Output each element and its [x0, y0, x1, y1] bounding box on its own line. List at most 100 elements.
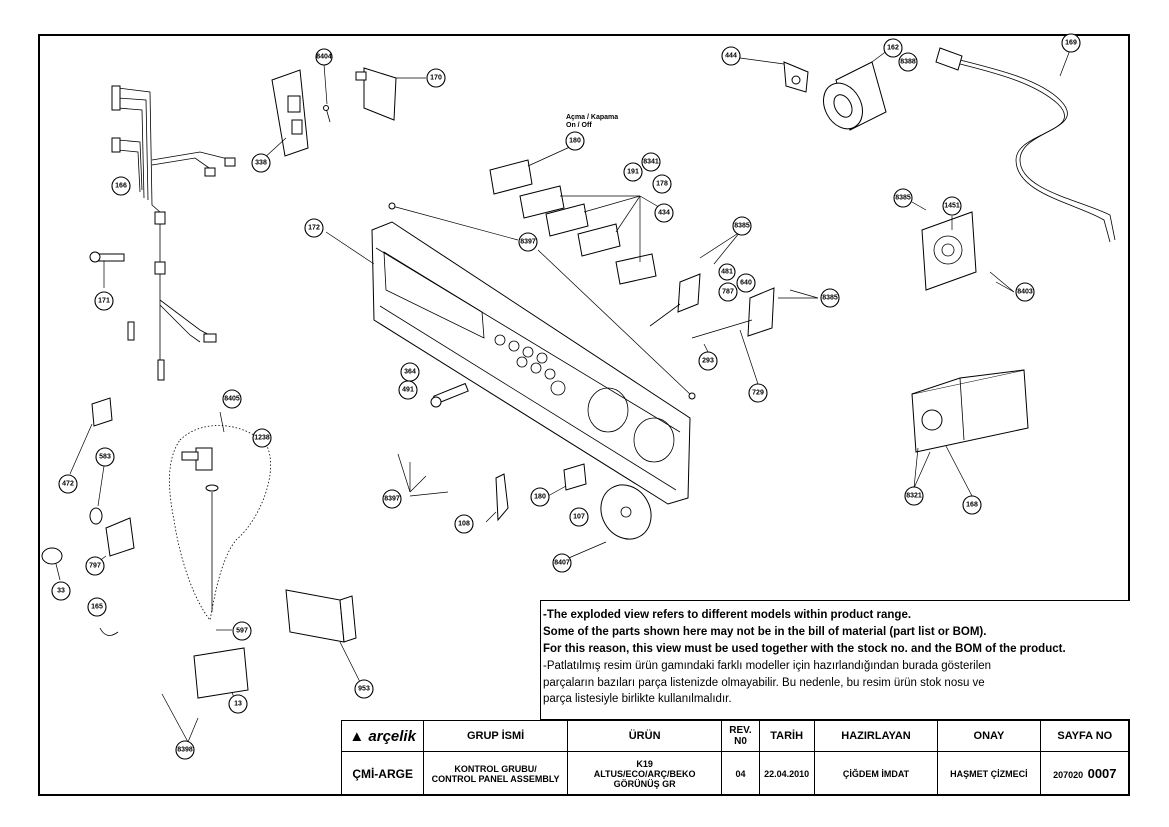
callout-170: 170: [426, 68, 446, 88]
svg-text:8405: 8405: [224, 396, 240, 403]
control-panel-172: [325, 202, 696, 505]
arcelik-logo: ▲ arçelik: [349, 727, 416, 745]
callout-8407: 8407: [552, 553, 572, 573]
svg-text:481: 481: [721, 269, 733, 276]
svg-text:953: 953: [358, 686, 370, 693]
header-rev: REV. N0: [721, 720, 760, 752]
switch-group: [489, 145, 665, 285]
svg-text:107: 107: [573, 514, 585, 521]
svg-text:13: 13: [234, 701, 242, 708]
callout-191: 191: [623, 162, 643, 182]
door-lock-group: [161, 629, 249, 743]
header-group: GRUP İSMİ: [423, 720, 568, 752]
callout-107: 107: [569, 507, 589, 527]
svg-text:729: 729: [752, 390, 764, 397]
part-1451: [911, 201, 1015, 293]
svg-text:8385: 8385: [734, 223, 750, 230]
callout-180-top: 180: [565, 131, 585, 151]
part-8404: [323, 63, 331, 123]
callout-434: 434: [654, 203, 674, 223]
callout-729: 729: [748, 383, 768, 403]
callout-162: 162: [883, 38, 903, 58]
switch-annotation-line2: On / Off: [566, 122, 592, 129]
logo-mark-icon: ▲: [349, 727, 365, 745]
callout-165: 165: [87, 597, 107, 617]
callout-169: 169: [1061, 33, 1081, 53]
callout-168: 168: [962, 495, 982, 515]
svg-text:165: 165: [91, 604, 103, 611]
svg-text:597: 597: [236, 628, 248, 635]
svg-text:8407: 8407: [554, 560, 570, 567]
svg-text:293: 293: [702, 358, 714, 365]
svg-text:162: 162: [887, 45, 899, 52]
callout-172: 172: [304, 218, 324, 238]
callout-472: 472: [58, 474, 78, 494]
callout-583: 583: [95, 447, 115, 467]
callout-293: 293: [698, 351, 718, 371]
header-prepared: HAZIRLAYAN: [813, 720, 939, 752]
header-approval: ONAY: [937, 720, 1041, 752]
svg-text:8341: 8341: [643, 159, 659, 166]
callout-8321: 8321: [904, 486, 924, 506]
svg-text:797: 797: [89, 563, 101, 570]
note-en-2: Some of the parts shown here may not be …: [543, 626, 987, 638]
callout-481: 481: [718, 263, 736, 281]
prepared-value: ÇİĞDEM İMDAT: [813, 751, 939, 796]
svg-text:170: 170: [430, 75, 442, 82]
header-date: TARİH: [758, 720, 815, 752]
svg-text:472: 472: [62, 481, 74, 488]
svg-text:364: 364: [404, 369, 416, 376]
part-168: [911, 369, 1029, 497]
callout-787: 787: [718, 282, 738, 302]
svg-text:8403: 8403: [1017, 289, 1033, 296]
door-lever-group: [649, 231, 819, 385]
left-small-parts: [41, 397, 135, 636]
callout-8385-a: 8385: [732, 216, 752, 236]
svg-text:171: 171: [98, 298, 110, 305]
approved-value: HAŞMET ÇİZMECİ: [937, 751, 1041, 796]
note-tr-1: -Patlatılmış resim ürün gamındaki farklı…: [543, 660, 992, 672]
svg-text:444: 444: [725, 53, 737, 60]
group-value: KONTROL GRUBU/ CONTROL PANEL ASSEMBLY: [423, 751, 568, 796]
callout-640: 640: [736, 273, 756, 293]
svg-text:191: 191: [627, 169, 639, 176]
switch-annotation-line1: Açma / Kapama: [566, 114, 618, 121]
callout-171: 171: [94, 291, 114, 311]
svg-text:8385: 8385: [822, 295, 838, 302]
svg-text:168: 168: [966, 502, 978, 509]
product-value: K19 ALTUS/ECO/ARÇ/BEKO GÖRÜNÜŞ GR: [566, 751, 723, 796]
svg-text:491: 491: [402, 387, 414, 394]
svg-text:8397: 8397: [520, 239, 536, 246]
callout-8341: 8341: [641, 152, 661, 172]
callout-797: 797: [85, 556, 105, 576]
part-169: [935, 47, 1116, 243]
note-tr-3: parça listesiyle birlikte kullanılmalıdı…: [543, 693, 732, 705]
callout-180-bottom: 180: [530, 487, 550, 507]
title-block: ▲ arçelik GRUP İSMİ ÜRÜN REV. N0 TARİH H…: [340, 720, 1131, 796]
callout-8403: 8403: [1015, 282, 1035, 302]
part-364-491: [430, 382, 469, 408]
svg-text:640: 640: [740, 280, 752, 287]
date-value: 22.04.2010: [758, 751, 815, 796]
callout-166: 166: [111, 176, 131, 196]
detail-1238: [169, 411, 271, 621]
note-en-3: For this reason, this view must be used …: [543, 643, 1066, 655]
svg-text:8398: 8398: [177, 747, 193, 754]
header-product: ÜRÜN: [566, 720, 723, 752]
svg-text:583: 583: [99, 454, 111, 461]
svg-text:180: 180: [569, 138, 581, 145]
callout-8388: 8388: [898, 52, 918, 72]
callout-444: 444: [721, 46, 741, 66]
department-value: ÇMİ-ARGE: [340, 751, 425, 796]
callout-597: 597: [232, 621, 252, 641]
callout-108: 108: [454, 514, 474, 534]
header-sheet: SAYFA NO: [1039, 720, 1131, 752]
callout-1238: 1238: [252, 428, 272, 448]
callout-33: 33: [51, 581, 71, 601]
callout-8398: 8398: [175, 740, 195, 760]
part-162: [823, 49, 889, 131]
svg-text:338: 338: [255, 160, 267, 167]
callout-1451: 1451: [942, 196, 962, 216]
svg-text:8385: 8385: [895, 195, 911, 202]
